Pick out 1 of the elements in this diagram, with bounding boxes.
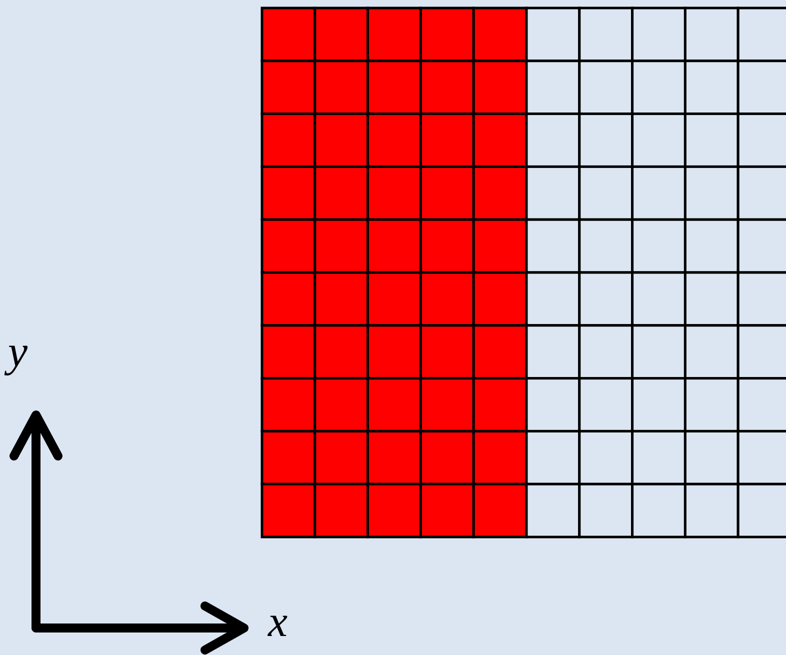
axis-label: x bbox=[268, 600, 288, 644]
